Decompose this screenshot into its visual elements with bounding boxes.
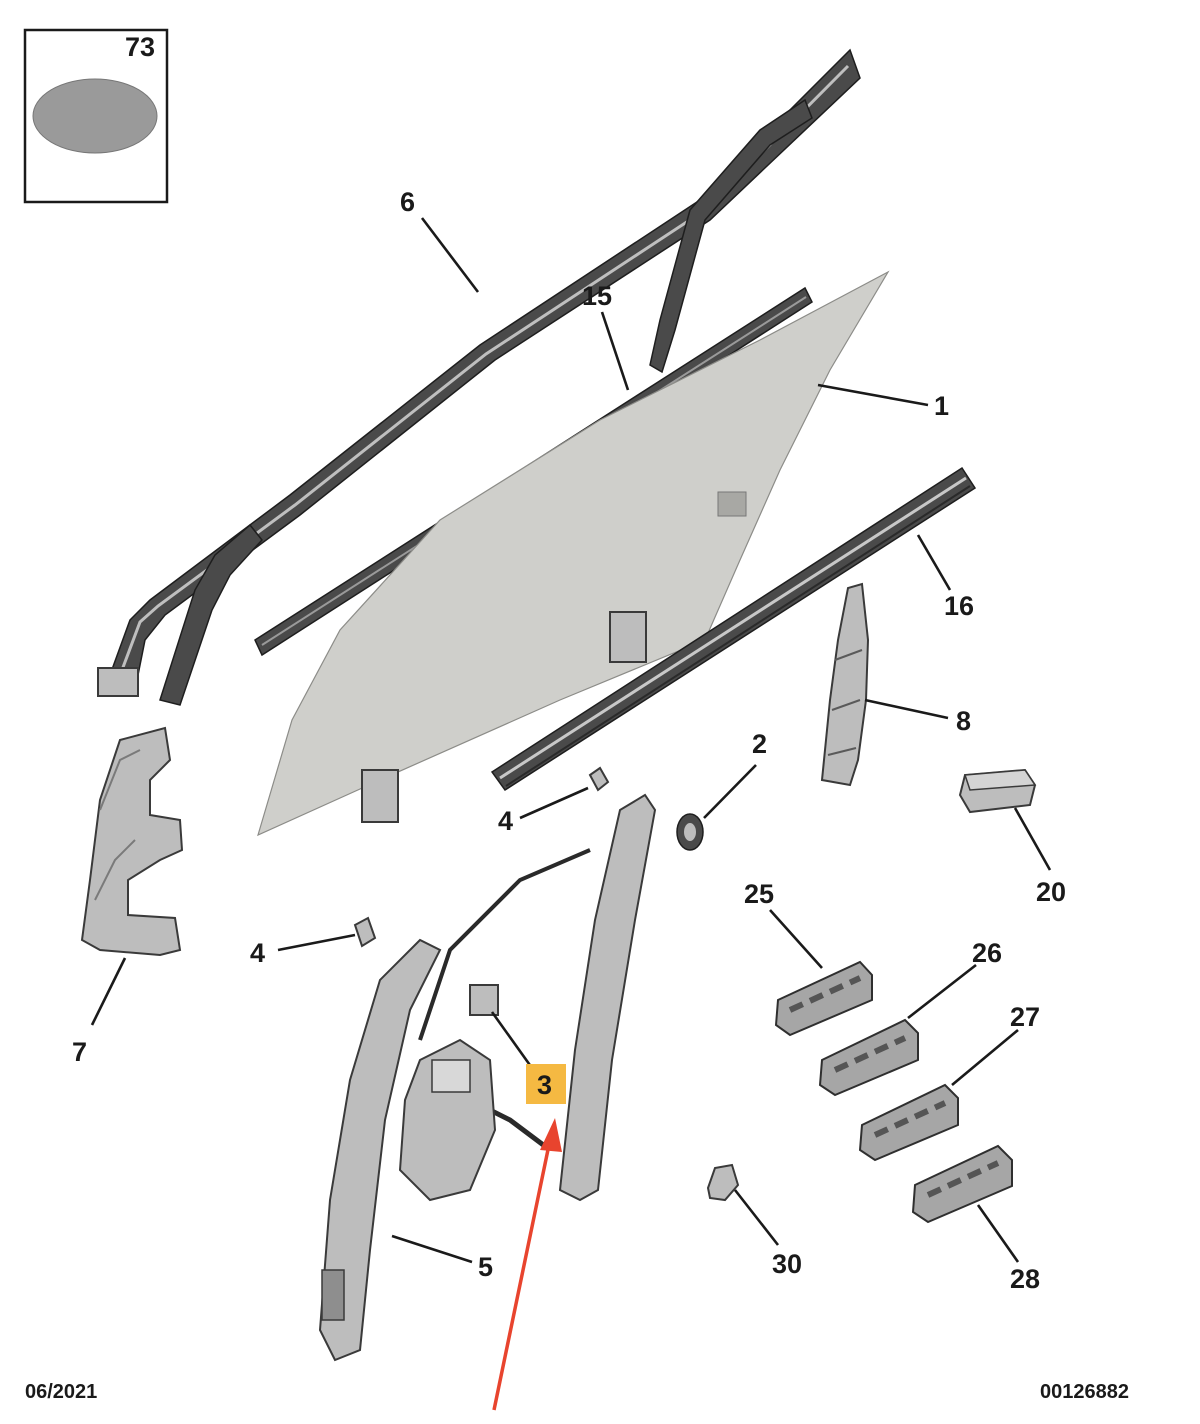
callout-6: 6 [400, 187, 415, 217]
part-7-front-channel-guide [80, 726, 184, 957]
part-26-clip-set [818, 1018, 919, 1097]
callout-8: 8 [956, 706, 971, 736]
callout-3: 3 [537, 1070, 552, 1100]
part-28-clip-set [911, 1144, 1013, 1224]
callout-2: 2 [752, 729, 767, 759]
callout-30: 30 [772, 1249, 802, 1279]
callout-26: 26 [972, 938, 1002, 968]
callout-25: 25 [744, 879, 774, 909]
part-4-clip-lower [353, 916, 377, 948]
legend-label: 73 [125, 32, 155, 62]
callout-5: 5 [478, 1252, 493, 1282]
part-20-module [958, 768, 1037, 814]
footer-date: 06/2021 [25, 1381, 97, 1403]
part-2-grommet [676, 813, 704, 851]
part-16-inner-waist-seal [490, 466, 977, 792]
callout-16: 16 [944, 591, 974, 621]
part-4-clip-upper [588, 766, 610, 792]
callout-7: 7 [72, 1037, 87, 1067]
part-5-window-regulator [318, 793, 657, 1362]
part-8-rear-channel-guide [820, 582, 870, 787]
callout-27: 27 [1010, 1002, 1040, 1032]
part-30-small-clip [706, 1163, 740, 1202]
leader-lines [90, 217, 1052, 1264]
callout-15: 15 [582, 281, 612, 311]
callout-labels: 6 15 1 16 8 2 4 4 20 25 26 27 28 30 7 5 [72, 187, 1066, 1294]
highlight-box [526, 1064, 566, 1104]
footer-reference: 00126882 [1040, 1381, 1129, 1403]
highlighted-callout-3: 3 [526, 1064, 566, 1104]
callout-4-lower: 4 [250, 938, 265, 968]
part-1-door-glass [257, 270, 890, 837]
callout-20: 20 [1036, 877, 1066, 907]
legend-swatch [32, 78, 158, 154]
callout-4-upper: 4 [498, 806, 513, 836]
part-6-door-frame-seal [97, 48, 861, 706]
part-25-clip-set [774, 960, 873, 1037]
red-arrow [492, 1118, 562, 1411]
legend-box-73: 73 [23, 28, 169, 204]
part-27-clip-set [858, 1083, 959, 1162]
callout-1: 1 [934, 391, 949, 421]
callout-28: 28 [1010, 1264, 1040, 1294]
